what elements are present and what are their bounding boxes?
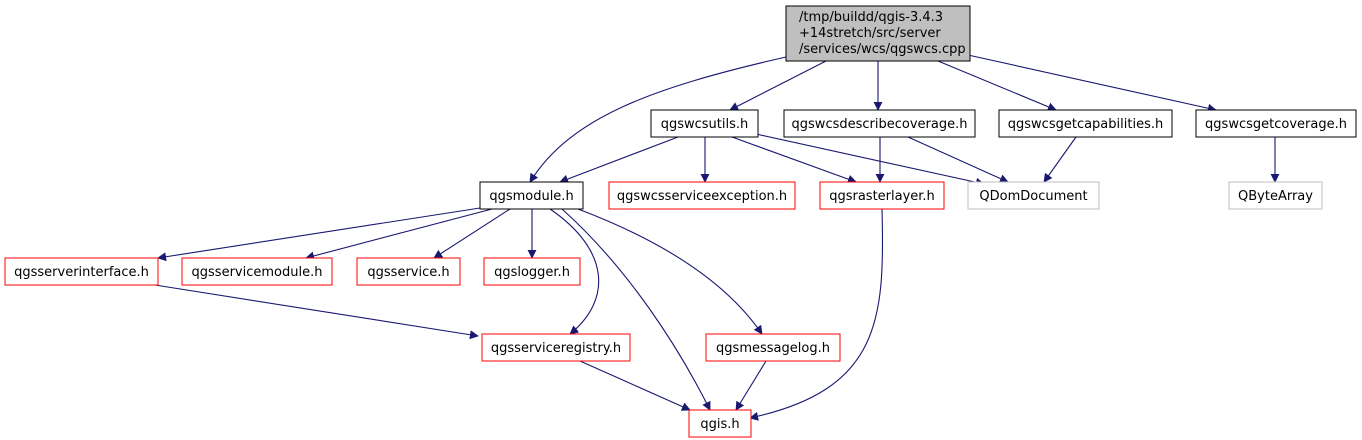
edge-qgsmodule-to-qgsserviceregistry [549,208,600,335]
node-label: qgsmessagelog.h [716,341,830,356]
node-qgswcs-cpp[interactable]: /tmp/buildd/qgis-3.4.3 +14stretch/src/se… [785,5,971,62]
node-qgswcsserviceexception-h[interactable]: qgswcsserviceexception.h [608,181,796,210]
node-label-line-1: /tmp/buildd/qgis-3.4.3 [799,10,943,25]
node-qbytearray[interactable]: QByteArray [1228,181,1323,210]
node-qgsservicemodule-h[interactable]: qgsservicemodule.h [181,257,333,286]
node-label: qgsservice.h [367,265,449,280]
node-label: qgsserverinterface.h [14,265,149,280]
node-qgsservice-h[interactable]: qgsservice.h [356,257,461,286]
node-label: qgsrasterlayer.h [829,189,935,204]
node-label: qgswcsserviceexception.h [617,189,787,204]
node-qgswcsdescribecoverage-h[interactable]: qgswcsdescribecoverage.h [783,109,976,138]
node-label: QDomDocument [979,189,1087,204]
edge-qgsserverinterface-to-qgsserviceregistry [154,284,479,340]
nodes: /tmp/buildd/qgis-3.4.3 +14stretch/src/se… [4,5,1357,438]
edge-qgsrasterlayer-to-qgis [749,208,884,421]
edge-qgswcsutils-to-qgsrasterlayer [731,136,857,184]
edge-qgswcsgetcapabilities-to-qdomdocument [1043,136,1077,183]
node-label-line-2: +14stretch/src/server [799,26,941,41]
edge-qgsmodule-to-qgis [561,208,711,411]
node-qdomdocument[interactable]: QDomDocument [967,181,1100,210]
edge-root-to-qgswcsgetcapabilities [937,60,1057,112]
node-label: qgsserviceregistry.h [491,341,621,356]
node-qgsmessagelog-h[interactable]: qgsmessagelog.h [705,333,841,362]
edge-qgswcsutils-to-qgsmodule [559,136,679,184]
node-qgsserviceregistry-h[interactable]: qgsserviceregistry.h [481,333,631,362]
node-qgsserverinterface-h[interactable]: qgsserverinterface.h [4,257,159,286]
node-qgswcsgetcapabilities-h[interactable]: qgswcsgetcapabilities.h [998,109,1173,138]
node-qgslogger-h[interactable]: qgslogger.h [483,257,581,286]
edge-qgsmodule-to-qgsmessagelog [577,208,763,335]
node-label: qgis.h [700,417,739,432]
node-label: qgslogger.h [494,265,570,280]
node-label: qgswcsgetcoverage.h [1205,117,1347,132]
node-label-line-3: /services/wcs/qgswcs.cpp [799,42,966,57]
edges [154,54,1280,421]
node-label: qgswcsdescribecoverage.h [792,117,968,132]
node-qgsrasterlayer-h[interactable]: qgsrasterlayer.h [819,181,945,210]
node-qgis-h[interactable]: qgis.h [688,409,752,438]
edge-qgsmodule-to-qgsservice [433,208,511,259]
node-label: qgswcsgetcapabilities.h [1008,117,1163,132]
edge-root-to-qgswcsutils [729,60,827,111]
node-qgswcsgetcoverage-h[interactable]: qgswcsgetcoverage.h [1195,109,1357,138]
edge-root-to-qgsmodule [529,56,787,183]
node-label: qgsservicemodule.h [192,265,323,280]
edge-qgsmessagelog-to-qgis [735,360,767,411]
node-label: qgsmodule.h [489,189,573,204]
node-qgswcsutils-h[interactable]: qgswcsutils.h [650,109,759,138]
node-label: QByteArray [1238,189,1313,204]
edge-qgsmodule-to-qgsserverinterface [157,207,481,262]
node-qgsmodule-h[interactable]: qgsmodule.h [479,181,584,210]
node-label: qgswcsutils.h [661,117,749,132]
edge-qgswcsdescribecoverage-to-qdomdocument [907,136,1009,183]
edge-qgswcsutils-to-qdomdocument [755,133,985,187]
edge-qgsmodule-to-qgsservicemodule [305,208,493,261]
edge-qgsserviceregistry-to-qgis [579,360,691,411]
edge-root-to-qgswcsgetcoverage [967,54,1217,113]
